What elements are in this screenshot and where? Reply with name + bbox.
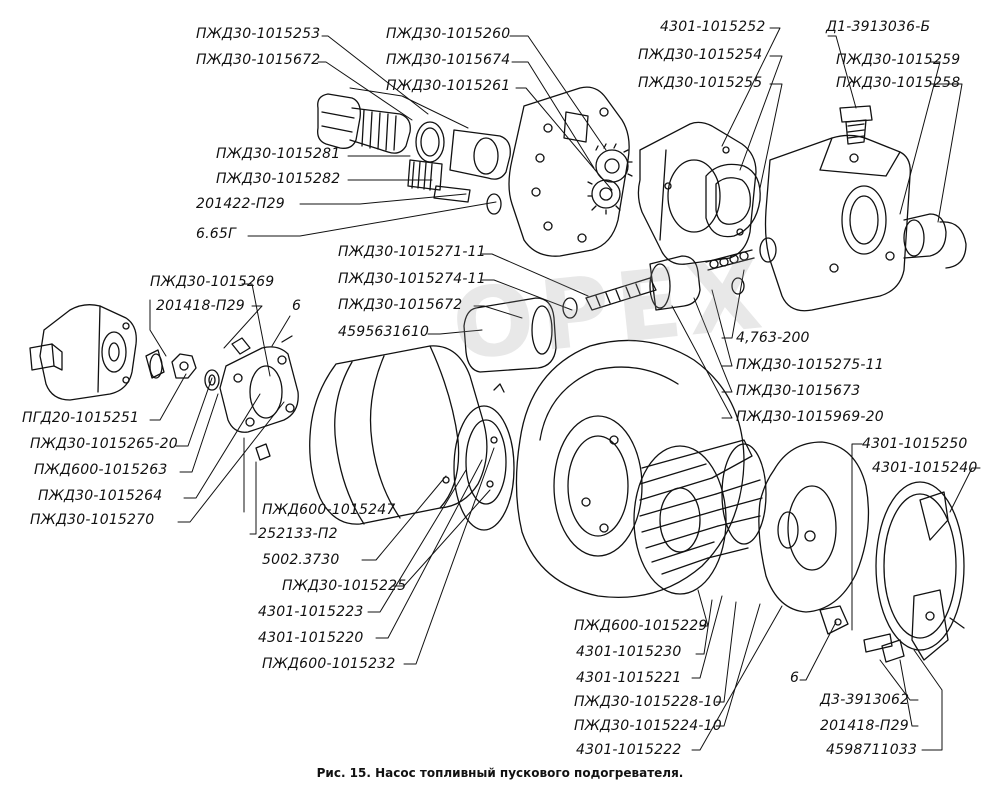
pump-flange bbox=[219, 335, 299, 461]
pump-middle-plate bbox=[637, 121, 757, 265]
label-201418-p29: 201418-П29 bbox=[156, 298, 245, 314]
fan-impeller bbox=[633, 439, 767, 595]
pump-housing-cover bbox=[508, 86, 630, 257]
label-pzhd30-1015281: ПЖД30-1015281 bbox=[216, 146, 341, 162]
air-damper-assembly bbox=[863, 481, 965, 663]
label-pzhd30-1015969-20: ПЖД30-1015969-20 bbox=[736, 409, 884, 425]
label-pzhd30-1015260: ПЖД30-1015260 bbox=[386, 26, 511, 42]
label-pzhd30-1015271-11: ПЖД30-1015271-11 bbox=[338, 244, 486, 260]
pump-gasket bbox=[705, 163, 761, 238]
label-pzhd30-1015672-b: ПЖД30-1015672 bbox=[338, 297, 463, 313]
label-4-763-200: 4,763-200 bbox=[736, 330, 810, 346]
label-pzhd30-1015275-11: ПЖД30-1015275-11 bbox=[736, 357, 884, 373]
label-4301-1015252: 4301-1015252 bbox=[660, 19, 766, 35]
fan-volute-housing bbox=[515, 339, 745, 599]
label-pzhd30-1015674: ПЖД30-1015674 bbox=[386, 52, 511, 68]
label-pzhd600-1015229: ПЖД600-1015229 bbox=[574, 618, 708, 634]
label-pzhd30-1015672: ПЖД30-1015672 bbox=[196, 52, 321, 68]
label-pzhd30-1015259: ПЖД30-1015259 bbox=[836, 52, 961, 68]
label-201418-p29-b: 201418-П29 bbox=[820, 718, 909, 734]
label-pzhd30-1015265-20: ПЖД30-1015265-20 bbox=[30, 436, 178, 452]
coupling-parts bbox=[145, 349, 220, 391]
top-plug bbox=[839, 105, 873, 145]
label-pzhd30-1015264: ПЖД30-1015264 bbox=[38, 488, 163, 504]
label-pzhd30-1015254: ПЖД30-1015254 bbox=[638, 47, 763, 63]
gear-pump-small bbox=[29, 304, 137, 401]
label-4301-1015223: 4301-1015223 bbox=[258, 604, 364, 620]
inlet-fitting-group bbox=[317, 93, 511, 215]
figure-caption: Рис. 15. Насос топливный пускового подог… bbox=[316, 766, 684, 780]
label-d1-3913036-b: Д1-3913036-Б bbox=[826, 19, 931, 35]
right-nozzle-and-clip bbox=[903, 213, 967, 269]
label-pzhd30-1015255: ПЖД30-1015255 bbox=[638, 75, 763, 91]
fan-cover-plate bbox=[758, 441, 870, 635]
pump-rear-housing bbox=[759, 134, 911, 312]
label-201422-p29: 201422-П29 bbox=[196, 196, 285, 212]
label-4301-1015250: 4301-1015250 bbox=[862, 436, 968, 452]
label-4301-1015220: 4301-1015220 bbox=[258, 630, 364, 646]
label-six-b: 6 bbox=[790, 670, 800, 686]
label-d3-3913062: Д3-3913062 bbox=[820, 692, 910, 708]
adjusting-screw bbox=[562, 249, 755, 319]
label-pzhd30-1015261: ПЖД30-1015261 bbox=[386, 78, 511, 94]
label-pzhd600-1015263: ПЖД600-1015263 bbox=[34, 462, 168, 478]
label-pzhd30-1015673: ПЖД30-1015673 bbox=[736, 383, 861, 399]
label-pzhd30-1015269: ПЖД30-1015269 bbox=[150, 274, 275, 290]
label-252133-p2: 252133-П2 bbox=[258, 526, 338, 542]
label-4301-1015221: 4301-1015221 bbox=[576, 670, 682, 686]
leader-lines bbox=[149, 27, 981, 751]
label-pzhd30-1015228-10: ПЖД30-1015228-10 bbox=[574, 694, 722, 710]
label-pzhd30-1015225: ПЖД30-1015225 bbox=[282, 578, 407, 594]
label-pzhd30-1015274-11: ПЖД30-1015274-11 bbox=[338, 271, 486, 287]
label-pzhd30-1015224-10: ПЖД30-1015224-10 bbox=[574, 718, 722, 734]
label-pzhd30-1015258: ПЖД30-1015258 bbox=[836, 75, 961, 91]
label-pzhd600-1015232: ПЖД600-1015232 bbox=[262, 656, 396, 672]
label-pzhd30-1015282: ПЖД30-1015282 bbox=[216, 171, 341, 187]
label-4598711033: 4598711033 bbox=[826, 742, 918, 758]
label-4301-1015230: 4301-1015230 bbox=[576, 644, 682, 660]
label-6-65g: 6.65Г bbox=[196, 226, 236, 242]
label-six: 6 bbox=[292, 298, 302, 314]
electric-motor bbox=[309, 345, 515, 531]
filter-element bbox=[463, 297, 557, 373]
pump-gears bbox=[587, 143, 633, 215]
label-4301-1015240: 4301-1015240 bbox=[872, 460, 978, 476]
label-4595631610: 4595631610 bbox=[338, 324, 430, 340]
label-pgd20-1015251: ПГД20-1015251 bbox=[22, 410, 140, 426]
label-pzhd30-1015270: ПЖД30-1015270 bbox=[30, 512, 155, 528]
label-5002-3730: 5002.3730 bbox=[262, 552, 340, 568]
label-pzhd600-1015247: ПЖД600-1015247 bbox=[262, 502, 396, 518]
label-pzhd30-1015253: ПЖД30-1015253 bbox=[196, 26, 321, 42]
label-4301-1015222: 4301-1015222 bbox=[576, 742, 682, 758]
